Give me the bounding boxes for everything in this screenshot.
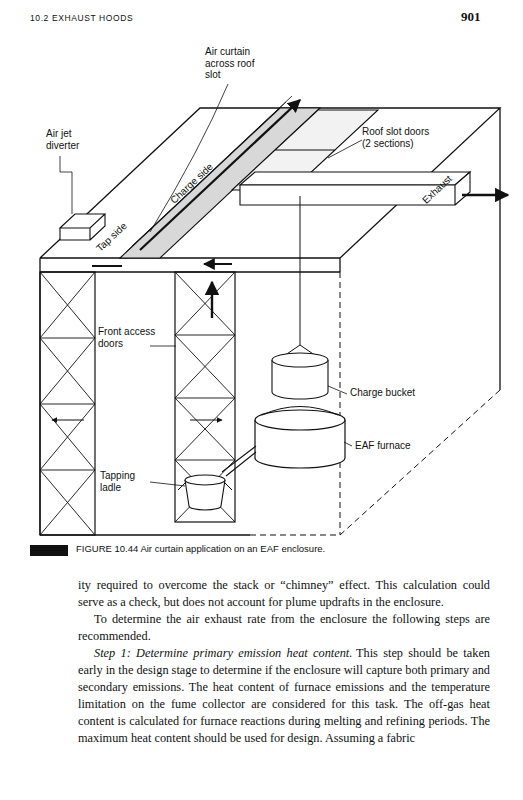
ladle-trunnion — [178, 483, 232, 490]
charge-bucket-rim — [272, 353, 328, 367]
step-heading: Step 1: Determine primary emission heat … — [94, 646, 352, 660]
tapping-spout — [222, 446, 256, 476]
body-text: This step should be taken early in the d… — [78, 646, 490, 745]
paragraph: To determine the air exhaust rate from t… — [78, 611, 490, 645]
part-label: Roof slot doors (2 sections) — [362, 126, 440, 149]
air-jet-diverter — [60, 214, 105, 240]
updraft-arrow — [211, 282, 213, 318]
enclosure-outline — [40, 108, 500, 535]
body-text: To determine the air exhaust rate from t… — [78, 612, 490, 643]
eaf-furnace-roof — [255, 410, 345, 430]
air-flow-arrow — [92, 264, 232, 266]
door-motion-arrow — [52, 420, 222, 421]
part-label: Front access doors — [98, 326, 162, 349]
braced-column — [175, 272, 235, 522]
part-label: Air curtain across roof slot — [205, 46, 267, 81]
caption-mark — [30, 545, 68, 556]
exhaust-duct — [240, 172, 470, 205]
crane-cable — [278, 196, 322, 360]
running-header: 10.2 EXHAUST HOODS — [30, 14, 133, 24]
part-label: Charge bucket — [350, 387, 415, 399]
braced-column — [40, 272, 95, 535]
eaf-furnace-dome — [262, 407, 338, 416]
leader-line — [60, 84, 362, 486]
paragraph: ity required to overcome the stack or “c… — [78, 577, 490, 611]
column-bracing — [175, 272, 235, 522]
part-label: EAF furnace — [355, 440, 411, 452]
hidden-edge — [250, 272, 500, 535]
page-number: 901 — [461, 10, 481, 25]
tapping-ladle-rim — [185, 475, 225, 485]
figure-caption: FIGURE 10.44 Air curtain application on … — [76, 544, 325, 555]
body-text: ity required to overcome the stack or “c… — [78, 578, 490, 609]
part-label: Air jet diverter — [46, 128, 88, 151]
exhaust-arrow — [462, 194, 508, 196]
part-label: Tapping ladle — [100, 470, 146, 493]
column-bracing — [40, 272, 95, 535]
paragraph: Step 1: Determine primary emission heat … — [78, 645, 490, 747]
body-text-block: ity required to overcome the stack or “c… — [78, 577, 490, 747]
